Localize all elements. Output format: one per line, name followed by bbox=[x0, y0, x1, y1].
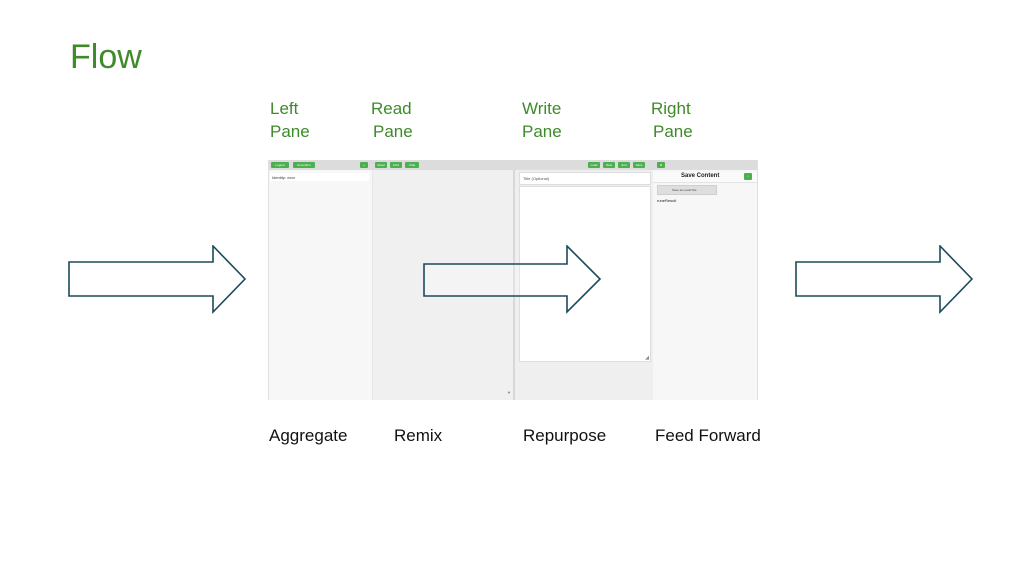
left-pane-toolbar: Logout Unconfirm + bbox=[269, 160, 372, 170]
logout-button[interactable]: Logout bbox=[271, 162, 289, 168]
pane-label-right: Right Pane bbox=[651, 97, 693, 143]
left-arrow-icon bbox=[68, 245, 247, 314]
scroll-down-icon[interactable]: ▼ bbox=[507, 390, 511, 395]
right-pane: Save Content ↓ Save as Local File runeRe… bbox=[653, 170, 757, 400]
save-local-file-label: Save as Local File bbox=[672, 188, 697, 192]
save-local-file-button[interactable]: Save as Local File bbox=[657, 185, 717, 195]
pane-label-left: Left Pane bbox=[270, 97, 310, 143]
pane-label-right-line1: Right bbox=[651, 99, 691, 118]
add-button[interactable]: + bbox=[360, 162, 368, 168]
label-aggregate: Aggregate bbox=[269, 426, 348, 445]
middle-arrow-icon bbox=[423, 245, 602, 314]
write-pane-toolbar: Load New Sort Save bbox=[513, 160, 653, 170]
label-remix: Remix bbox=[394, 426, 443, 445]
right-pane-toolbar: ⊕ bbox=[653, 160, 757, 170]
pane-label-read-line2: Pane bbox=[373, 122, 413, 141]
identity-row: Identity: xxxx bbox=[270, 173, 369, 181]
read-pane-toolbar: Read Find Chat bbox=[372, 160, 513, 170]
pane-label-write-line2: Pane bbox=[522, 122, 562, 141]
save-content-title: Save Content bbox=[681, 173, 720, 179]
read-button[interactable]: Read bbox=[375, 162, 387, 168]
pane-label-read: Read Pane bbox=[371, 97, 413, 143]
pane-label-left-line2: Pane bbox=[270, 122, 310, 141]
find-button[interactable]: Find bbox=[390, 162, 402, 168]
new-button[interactable]: New bbox=[603, 162, 615, 168]
sort-button[interactable]: Sort bbox=[618, 162, 630, 168]
content-textarea[interactable]: ◢ bbox=[519, 186, 651, 362]
unconfirm-button[interactable]: Unconfirm bbox=[293, 162, 315, 168]
plus-circle-button[interactable]: ⊕ bbox=[657, 162, 665, 168]
download-button[interactable]: ↓ bbox=[744, 173, 752, 180]
title-input[interactable]: Title (Optional) bbox=[519, 172, 651, 185]
pane-label-write-line1: Write bbox=[522, 99, 562, 118]
pane-label-right-line2: Pane bbox=[653, 122, 693, 141]
save-button[interactable]: Save bbox=[633, 162, 645, 168]
label-feed-forward: Feed Forward bbox=[655, 426, 761, 445]
resize-handle-icon[interactable]: ◢ bbox=[645, 355, 649, 361]
read-pane bbox=[372, 170, 514, 400]
app-screenshot: Logout Unconfirm + Identity: xxxx Read F… bbox=[268, 160, 758, 400]
save-content-header: Save Content ↓ bbox=[653, 172, 757, 183]
pane-label-left-line1: Left bbox=[270, 99, 299, 118]
pane-label-read-line1: Read bbox=[371, 99, 412, 118]
slide-title: Flow bbox=[70, 38, 142, 76]
pane-label-write: Write Pane bbox=[522, 97, 562, 143]
chat-button[interactable]: Chat bbox=[405, 162, 419, 168]
write-pane: Title (Optional) ◢ bbox=[513, 170, 655, 400]
rune-result-text: runeResult bbox=[657, 198, 677, 203]
identity-text: Identity: xxxx bbox=[272, 175, 296, 180]
left-pane: Identity: xxxx bbox=[269, 170, 372, 400]
label-repurpose: Repurpose bbox=[523, 426, 607, 445]
load-button[interactable]: Load bbox=[588, 162, 600, 168]
title-input-placeholder: Title (Optional) bbox=[523, 176, 550, 181]
right-arrow-icon bbox=[795, 245, 974, 314]
